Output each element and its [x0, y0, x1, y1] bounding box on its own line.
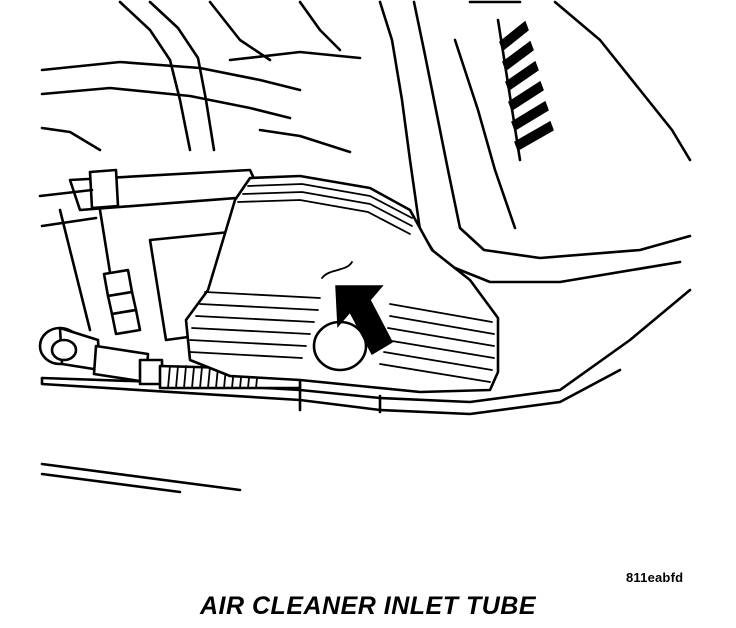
- grille-vents: [496, 18, 554, 162]
- upper-hoses: [40, 0, 362, 154]
- tube-ribs: [189, 291, 495, 383]
- air-cleaner-inlet-tube: [184, 174, 500, 394]
- middle-hose: [38, 168, 264, 332]
- figure-caption: AIR CLEANER INLET TUBE: [200, 592, 536, 620]
- arrow-up-right-icon: [335, 285, 393, 356]
- floor-lines: [40, 462, 242, 494]
- fender-panel: [378, 0, 692, 284]
- elbow-fitting: [38, 326, 102, 372]
- figure-code: 811eabfd: [626, 570, 684, 585]
- bolt-fitting: [102, 268, 142, 336]
